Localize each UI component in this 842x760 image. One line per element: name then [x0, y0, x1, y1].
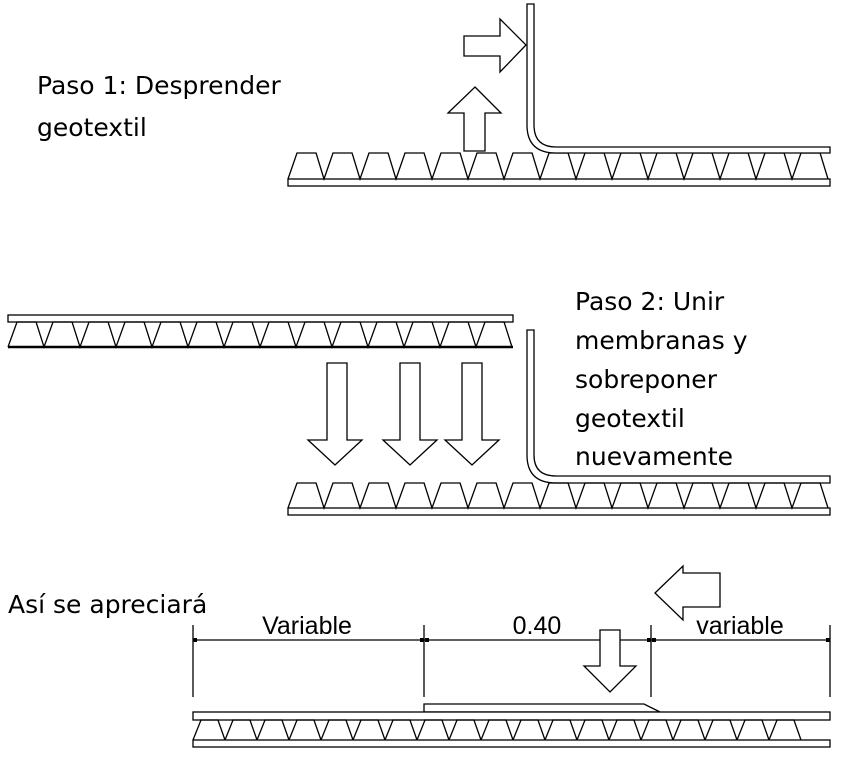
arrow-left-icon — [654, 564, 721, 622]
membrane-drainage-profile — [287, 482, 829, 511]
step-2-upper-membrane — [7, 314, 514, 350]
step-1-line-1: Paso 1: Desprender — [37, 71, 282, 100]
dimension-label-left: Variable — [262, 612, 352, 640]
step-3-label: Así se apreciará — [8, 590, 207, 619]
step-2-lower-membrane — [287, 482, 831, 516]
dimension-label-right: variable — [696, 612, 784, 640]
membrane-top-plate — [192, 711, 831, 721]
dimension-label-overlap: 0.40 — [513, 612, 562, 640]
step-2-line-1: Paso 2: Unir — [575, 287, 725, 316]
step-1-line-2: geotextil — [37, 113, 147, 142]
geotextile-raised — [526, 329, 831, 484]
arrow-down-icon — [381, 362, 439, 466]
arrow-down-icon — [582, 629, 638, 693]
membrane-base-plate — [287, 178, 831, 187]
arrow-down-icon — [306, 362, 364, 466]
step-2-line-3: sobreponer — [575, 365, 718, 394]
arrow-down-icon — [443, 362, 501, 466]
step-2-line-5: nuevamente — [575, 442, 733, 471]
membrane-base-plate — [192, 739, 831, 748]
geotextile-peeled — [526, 3, 831, 154]
membrane-top-plate — [7, 314, 514, 323]
membrane-base-plate — [287, 507, 831, 516]
step-2-label: Paso 2: Unir membranas y sobreponer geot… — [575, 287, 748, 471]
step-2-line-4: geotextil — [575, 404, 685, 433]
overlap-strip — [423, 703, 661, 713]
arrow-right-icon — [463, 17, 527, 74]
step-2-line-2: membranas y — [575, 326, 748, 355]
step-3-joined-membrane — [192, 703, 831, 748]
dimension-line: Variable 0.40 variable — [192, 612, 831, 697]
membrane-drainage-profile — [192, 719, 802, 742]
step-1-label: Paso 1: Desprender geotextil — [37, 71, 282, 142]
arrow-up-icon — [446, 86, 503, 152]
